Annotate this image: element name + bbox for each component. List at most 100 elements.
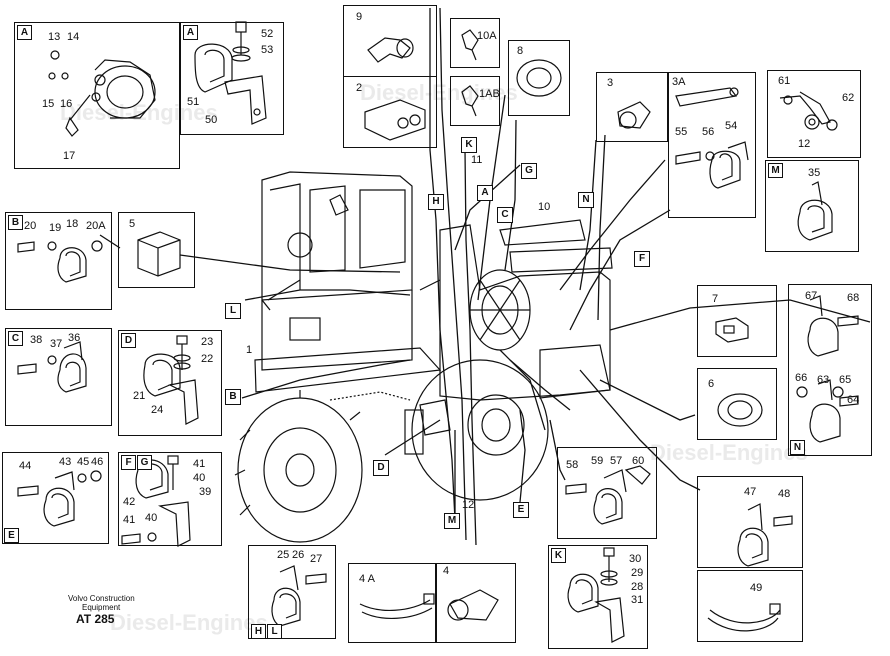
footer-equipment: Equipment [82,603,121,612]
detail-box-8: 8 [508,40,570,116]
box-tag: H [251,624,266,639]
part-number: 17 [63,150,76,162]
leader-lines [99,7,871,546]
box-tag: F [121,455,136,470]
box-tag: M [768,163,783,178]
connector-drawing [364,99,426,141]
callout-h: H [428,194,444,210]
callout-n: N [578,192,594,208]
part-number: 36 [68,332,81,344]
hose-elbow-drawing [367,37,414,63]
callout-e: E [513,502,529,518]
part-number: 20 [24,220,37,232]
part-number: 40 [145,512,158,524]
wheel-loader-drawing [234,171,613,543]
clamp-bracket-drawing [194,21,267,125]
detail-box-4: 4 [436,563,516,643]
box-tag: A [183,25,198,40]
main-label-10: 10 [538,201,551,213]
detail-box-4a: 4 A [348,563,436,643]
part-number: 28 [631,581,644,593]
part-number: 3 [607,77,614,89]
part-number: 6 [708,378,715,390]
callout-d: D [373,460,389,476]
callout-l: L [225,303,241,319]
box-tag: G [137,455,152,470]
detail-box-clamp-a: A 52 53 51 50 [180,22,284,135]
part-number: 50 [205,114,218,126]
watermark: Diesel-Engines [650,440,808,465]
part-number: 10A [477,30,497,42]
part-number: 65 [839,374,852,386]
detail-box-7: 7 [697,285,777,357]
part-number: 7 [712,293,719,305]
part-number: 67 [805,290,818,302]
part-number: 27 [310,553,323,565]
footer-company: Volvo Construction [68,594,135,603]
box-tag: C [8,331,23,346]
box-tag: K [551,548,566,563]
part-number: 41 [193,458,206,470]
part-number: 61 [778,75,791,87]
part-number: 59 [591,455,604,467]
alternator-drawing [48,50,156,137]
main-label-11: 11 [471,154,483,166]
box-tag: E [4,528,19,543]
part-number: 25 [277,549,290,561]
detail-box-61: 61 62 12 [767,70,861,158]
part-number: 23 [201,336,214,348]
detail-box-5: 5 [118,212,195,288]
detail-box-n: N 67 68 66 63 65 64 [788,284,872,456]
detail-box-f-g: F G 41 40 39 42 41 40 [118,452,222,546]
part-number: 44 [19,460,32,472]
part-number: 68 [847,292,860,304]
part-number: 48 [778,488,791,500]
part-number: 29 [631,567,644,579]
detail-box-1ab: 1AB [450,76,500,126]
part-number: 35 [808,167,821,179]
part-number: 64 [847,394,860,406]
part-number: 16 [60,98,73,110]
detail-box-k: K 30 29 28 31 [548,545,648,649]
part-number: 1AB [479,88,500,100]
part-number: 22 [201,353,214,365]
callout-c: C [497,207,513,223]
part-number: 8 [517,45,524,57]
part-number: 66 [795,372,808,384]
part-number: 47 [744,486,757,498]
watermark: Diesel-Engines [60,100,218,125]
watermark: Diesel-Engines [110,610,268,635]
detail-box-h-l: H L 25 26 27 [248,545,336,639]
part-number: 55 [675,126,688,138]
part-number: 62 [842,92,855,104]
box-tag: D [121,333,136,348]
callout-b: B [225,389,241,405]
part-number: 14 [67,31,80,43]
detail-box-10a: 10A [450,18,500,68]
detail-box-b: B 20 19 18 20A [5,212,112,310]
part-number: 41 [123,514,136,526]
part-number: 42 [123,496,136,508]
part-number: 58 [566,459,579,471]
detail-box-3: 3 [596,72,668,142]
part-number: 45 [77,456,90,468]
callout-a: A [477,185,493,201]
part-number: 4 [443,565,450,577]
part-number: 37 [50,338,63,350]
part-number: 39 [199,486,212,498]
part-number: 63 [817,374,830,386]
part-number: 52 [261,28,274,40]
box-tag: B [8,215,23,230]
part-number: 24 [151,404,164,416]
part-number: 60 [632,455,645,467]
part-number: 26 [292,549,305,561]
part-number: 51 [187,96,200,108]
callout-g: G [521,163,537,179]
main-label-1: 1 [246,344,253,356]
box-tag: N [790,440,805,455]
part-number: 20A [86,220,106,232]
watermark: Diesel-Engines [360,80,518,105]
callout-k: K [461,137,477,153]
